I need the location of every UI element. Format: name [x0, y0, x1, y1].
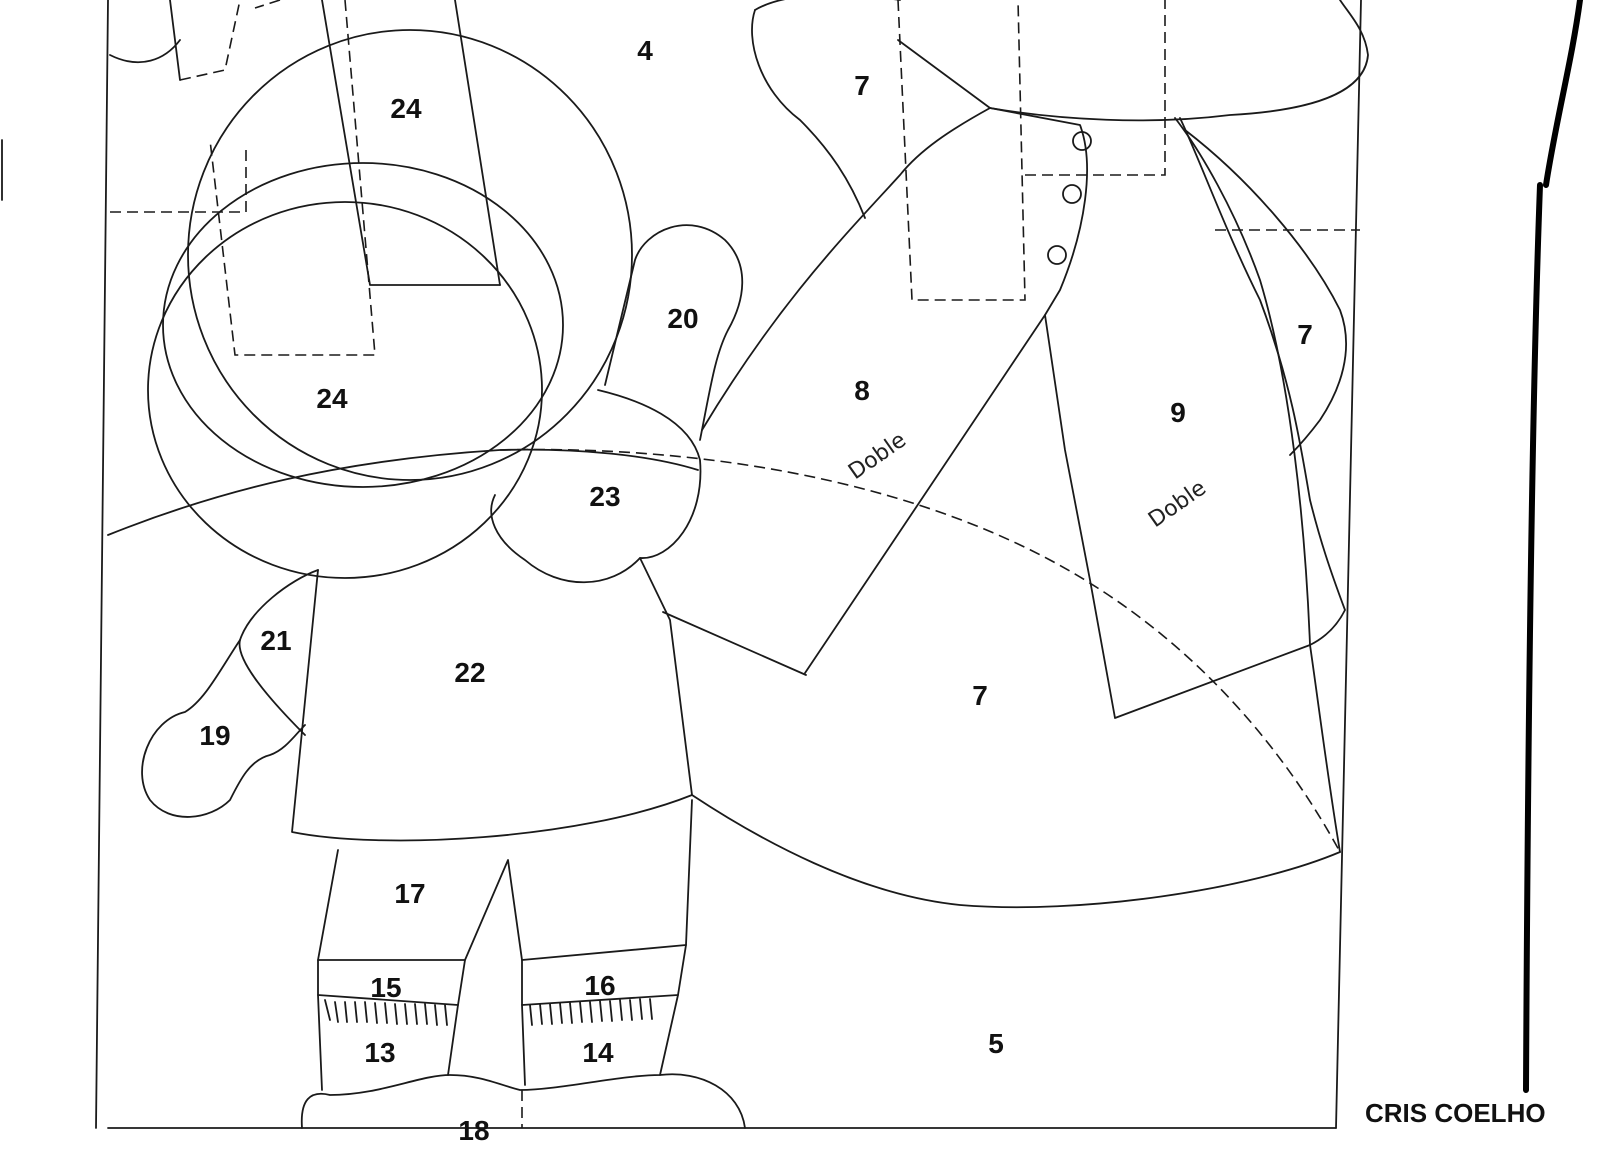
label-22: 22 — [454, 657, 485, 688]
label-7-top: 7 — [854, 70, 870, 101]
piece-8-coat-front — [701, 107, 1092, 674]
note-doble-8: Doble — [844, 428, 911, 485]
label-23: 23 — [589, 481, 620, 512]
piece-7-skirt — [691, 794, 1341, 909]
piece-7-sleeve-top — [751, 0, 1369, 219]
horizon-lines — [107, 448, 1341, 853]
border-lines — [1, 0, 1583, 1129]
label-24-head: 24 — [316, 383, 348, 414]
label-8: 8 — [854, 375, 870, 406]
label-19: 19 — [199, 720, 230, 751]
piece-dashed-pockets — [897, 0, 1360, 301]
label-4: 4 — [637, 35, 653, 66]
label-13: 13 — [364, 1037, 395, 1068]
label-15: 15 — [370, 972, 401, 1003]
piece-17-shorts — [317, 799, 693, 961]
piece-24-hair — [147, 29, 633, 579]
credit-text: CRIS COELHO — [1365, 1098, 1546, 1128]
label-16: 16 — [584, 970, 615, 1001]
label-7-right: 7 — [1297, 319, 1313, 350]
piece-9-coat-panel — [1044, 117, 1346, 853]
label-5: 5 — [988, 1028, 1004, 1059]
label-9: 9 — [1170, 397, 1186, 428]
label-21: 21 — [260, 625, 291, 656]
label-20: 20 — [667, 303, 698, 334]
piece-building-left — [109, 0, 501, 356]
piece-22-shirt — [291, 557, 807, 842]
piece-legs — [317, 944, 687, 1091]
label-24-top: 24 — [390, 93, 422, 124]
note-doble-9: Doble — [1144, 476, 1211, 533]
piece-numbers: 4 7 24 24 20 8 7 9 23 21 22 19 7 17 15 1… — [199, 35, 1312, 1146]
label-14: 14 — [582, 1037, 614, 1068]
piece-18-shoes — [300, 1073, 746, 1129]
label-7-skirt: 7 — [972, 680, 988, 711]
label-17: 17 — [394, 878, 425, 909]
piece-20-arm — [604, 224, 744, 441]
piece-7-right-sleeve — [1184, 129, 1347, 456]
piece-21-19-arm-hand — [141, 569, 319, 818]
label-18: 18 — [458, 1115, 489, 1146]
